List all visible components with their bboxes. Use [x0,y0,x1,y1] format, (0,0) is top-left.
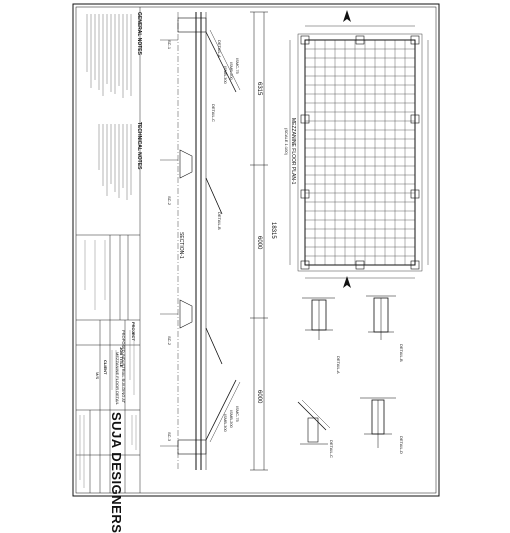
section-dimension-lines [250,11,268,471]
member-label: ISMC-75 [235,406,240,422]
plan-column-markers [300,35,420,270]
section-overall-dim: 18315 [270,222,276,239]
section-span-dim: 6000 [256,390,262,404]
project-label: PROJECT [131,322,136,341]
member-label: ISMB-200 [229,62,234,80]
section-span-dim: 6315 [256,82,262,96]
company-logo-text: SUJA DESIGNERS [109,412,124,533]
detail-title: DETAIL-C [329,440,334,458]
section-1-drawing [160,12,241,470]
plan-title: MEZZANINE FLOOR PLAN-1 [290,118,296,185]
general-notes-title: GENERAL NOTES [136,12,142,55]
title-block-text-lines [79,240,137,488]
member-label: ISMB-300 [223,66,228,84]
member-label: ISMB-200 [229,410,234,428]
column-label: SC-2 [167,336,172,346]
job-title: MEZZANINE FLOOR DETAIL [115,352,120,405]
member-label: ISMC-75 [235,58,240,74]
detail-callout: DETAIL-A [217,40,222,58]
section-title: SECTION-1 [178,232,184,259]
technical-notes-lines [98,124,132,200]
detail-drawings [297,295,396,448]
client-name: M/S [95,372,100,380]
detail-callout: DETAIL-B [217,212,222,230]
title-block [76,7,141,493]
section-span-dim: 6000 [256,236,262,250]
detail-callout: DETAIL-C [211,104,216,122]
technical-notes-title: TECHNICAL NOTES [136,122,142,170]
plan-dimension-lines [289,25,429,279]
mezzanine-plan-grid [297,33,423,272]
plan-scale: (SCALE 1:100) [284,128,289,155]
member-label: ISMB-300 [223,414,228,432]
client-label: CLIENT [103,360,108,375]
column-label: SC-3 [167,432,172,442]
drawing-sheet [72,3,440,497]
north-arrow-icon [343,10,351,288]
column-label: SC-1 [167,40,172,50]
column-label: SC-2 [167,196,172,206]
general-notes-lines [86,14,132,98]
detail-title: DETAIL-A [336,356,341,374]
detail-title: DETAIL-B [399,344,404,362]
detail-title: DETAIL-D [399,436,404,454]
